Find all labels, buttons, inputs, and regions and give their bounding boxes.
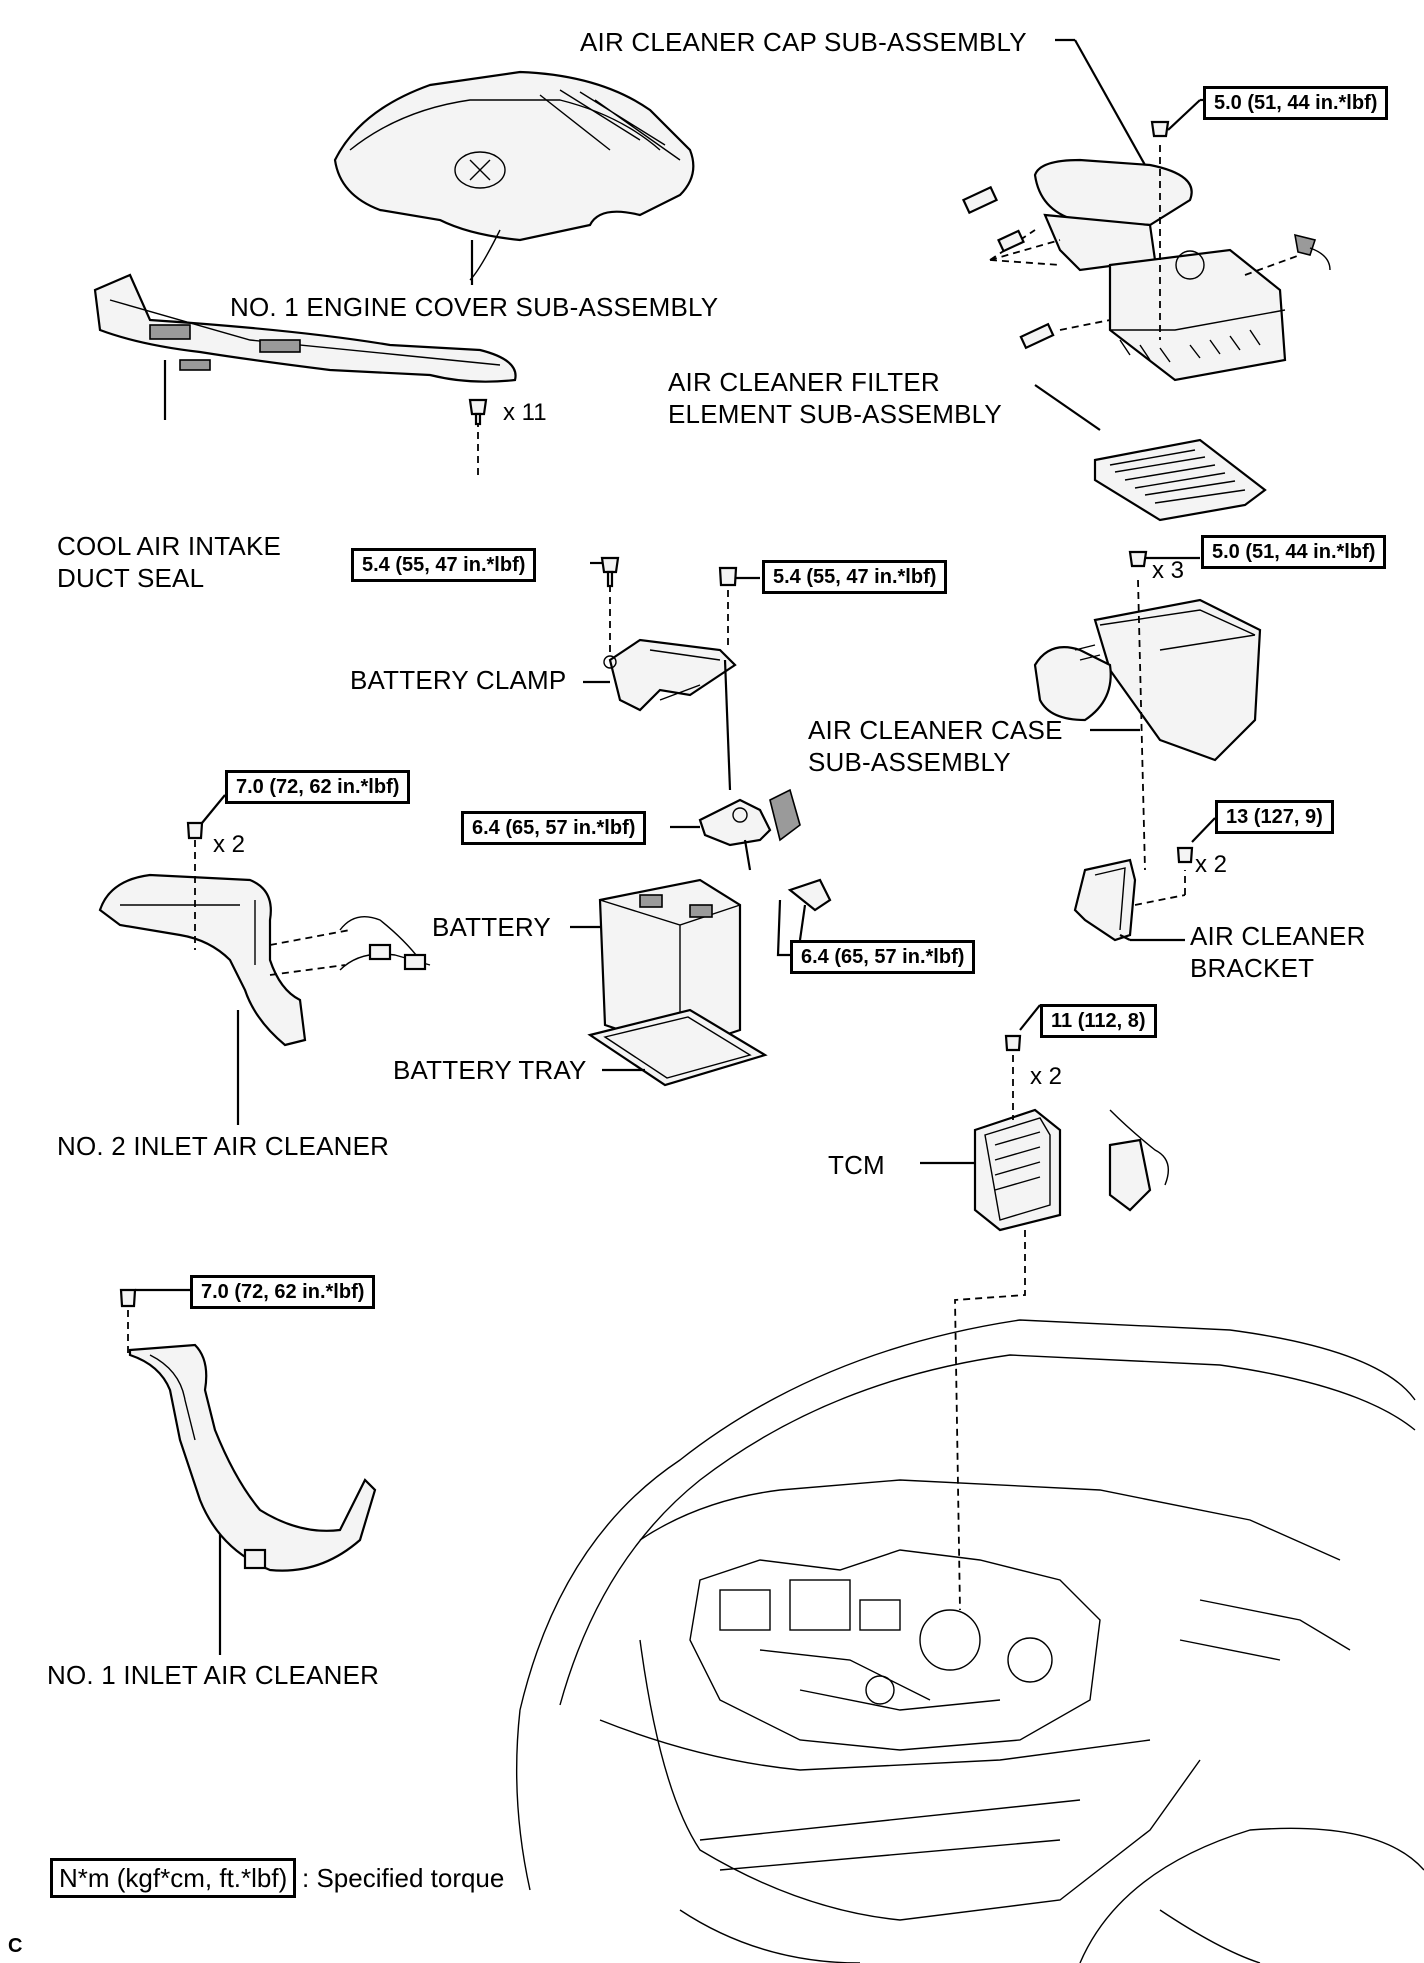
- battery-drawing: [598, 878, 742, 1052]
- tcm-bolt-torque-box: 11 (112, 8): [1040, 1004, 1157, 1038]
- battery-tray-drawing: [587, 1008, 768, 1087]
- air-cleaner-bracket-drawing: [1073, 858, 1137, 942]
- legend-units-box: N*m (kgf*cm, ft.*lbf): [50, 1858, 297, 1898]
- battery-clamp-label: BATTERY CLAMP: [350, 665, 567, 695]
- cap-bolt-torque-box: 5.0 (51, 44 in.*lbf): [1203, 86, 1389, 120]
- tcm-label: TCM: [828, 1150, 885, 1180]
- figure-code: C: [8, 1935, 23, 1957]
- duct-seal-label-line2: DUCT SEAL: [57, 563, 205, 593]
- inlet2-drawing: [98, 873, 431, 1047]
- filter-label-line2: ELEMENT SUB-ASSEMBLY: [668, 399, 1002, 429]
- neg-terminal-torque-box: 6.4 (65, 57 in.*lbf): [461, 811, 647, 845]
- air-cleaner-case-label-line1: AIR CLEANER CASE: [808, 715, 1063, 745]
- battery-clamp-drawing: [603, 638, 737, 791]
- air-cleaner-cap-drawing: [1033, 158, 1331, 382]
- negative-terminal-drawing: [698, 788, 801, 871]
- battery-label: BATTERY: [432, 912, 551, 942]
- duct-seal-drawing: [93, 273, 517, 383]
- case-bolt-torque-box: 5.0 (51, 44 in.*lbf): [1201, 535, 1387, 569]
- filter-label-line1: AIR CLEANER FILTER: [668, 367, 940, 397]
- engine-cover-drawing: [333, 70, 695, 281]
- engine-cover-label: NO. 1 ENGINE COVER SUB-ASSEMBLY: [230, 292, 719, 322]
- battery-tray-label: BATTERY TRAY: [393, 1055, 587, 1085]
- engine-block-drawing: [689, 1549, 1101, 1751]
- inlet1-label: NO. 1 INLET AIR CLEANER: [47, 1660, 380, 1690]
- clamp-bolt-torque-box: 5.4 (55, 47 in.*lbf): [351, 548, 537, 582]
- inlet2-bolt-quantity: x 2: [213, 831, 246, 858]
- legend-meaning: : Specified torque: [302, 1863, 505, 1893]
- inlet2-bolt-torque-box: 7.0 (72, 62 in.*lbf): [225, 770, 411, 804]
- air-cleaner-bracket-label-line1: AIR CLEANER: [1190, 921, 1366, 951]
- duct-seal-clip-quantity: x 11: [503, 399, 547, 426]
- duct-seal-label-line1: COOL AIR INTAKE: [57, 531, 282, 561]
- vehicle-drawing: [515, 1319, 1424, 1963]
- case-bolt-quantity: x 3: [1152, 557, 1185, 584]
- filter-element-drawing: [1093, 438, 1267, 522]
- bracket-bolt-torque-box: 13 (127, 9): [1215, 800, 1334, 834]
- tcm-drawing: [973, 1108, 1169, 1232]
- clamp-nut-torque-box: 5.4 (55, 47 in.*lbf): [762, 560, 948, 594]
- inlet2-label: NO. 2 INLET AIR CLEANER: [57, 1131, 390, 1161]
- tcm-bolt-quantity: x 2: [1030, 1063, 1063, 1090]
- positive-terminal-drawing: [787, 878, 832, 941]
- bracket-bolt-quantity: x 2: [1195, 851, 1228, 878]
- inlet1-drawing: [128, 1343, 377, 1572]
- air-cleaner-bracket-label-line2: BRACKET: [1190, 953, 1315, 983]
- air-cleaner-case-label-line2: SUB-ASSEMBLY: [808, 747, 1011, 777]
- air-cleaner-case-drawing: [1033, 598, 1262, 762]
- inlet1-bolt-torque-box: 7.0 (72, 62 in.*lbf): [190, 1275, 376, 1309]
- pos-terminal-torque-box: 6.4 (65, 57 in.*lbf): [790, 940, 976, 974]
- air-cleaner-cap-label: AIR CLEANER CAP SUB-ASSEMBLY: [580, 27, 1027, 57]
